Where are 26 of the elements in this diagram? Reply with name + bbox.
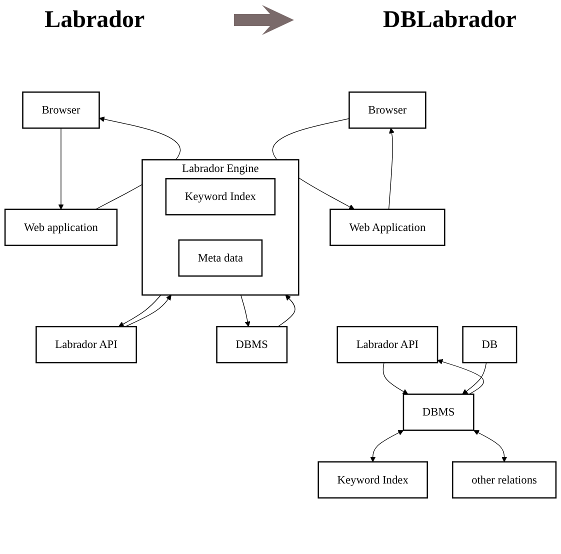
arrow: [370, 430, 404, 462]
arrow: [118, 294, 162, 327]
node-box: DBMS: [402, 394, 474, 431]
node-box: Keyword Index: [165, 178, 276, 216]
arrow: [382, 362, 408, 394]
node-box: Keyword Index: [318, 461, 428, 499]
node-box: DBMS: [216, 326, 288, 364]
node-box: Web Application: [330, 208, 446, 246]
node-box: other relations: [452, 461, 557, 499]
node-box: Labrador API: [36, 326, 137, 364]
diagram-heading: DBLabrador: [383, 6, 516, 34]
node-box: Labrador API: [336, 326, 438, 364]
node-box: Browser: [348, 91, 426, 129]
node-box: DB: [462, 326, 518, 364]
arrow: [462, 362, 487, 394]
arrow: [125, 294, 172, 327]
arrow: [58, 128, 64, 210]
node-box: Web application: [4, 208, 118, 246]
arrow: [278, 294, 296, 327]
diagram-heading: Labrador: [44, 6, 145, 34]
arrow: [240, 294, 250, 327]
node-box: Meta data: [178, 239, 263, 277]
node-box: Browser: [22, 91, 100, 129]
arrow: [437, 359, 484, 395]
arrow: [388, 128, 394, 210]
arrow: [474, 430, 508, 462]
